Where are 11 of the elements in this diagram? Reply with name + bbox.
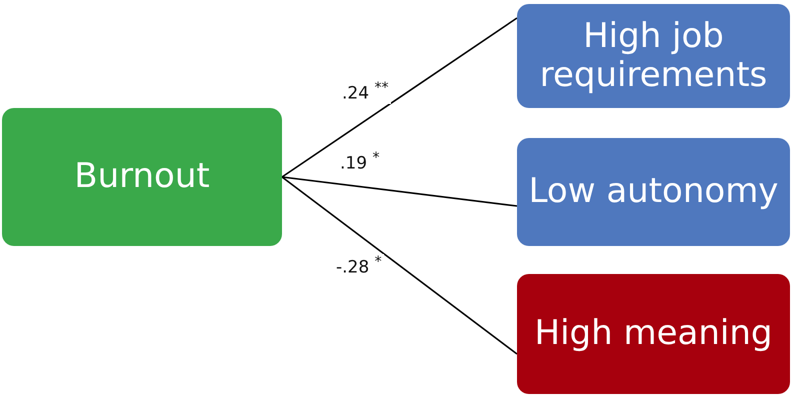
box-label: Low autonomy (528, 172, 778, 212)
box-label: Burnout (74, 157, 210, 197)
rounded-box (517, 138, 790, 246)
rounded-box (517, 274, 790, 394)
connector-line (282, 17, 518, 178)
box-label: High meaning (534, 314, 772, 354)
connector-line (282, 176, 518, 207)
rounded-box (517, 4, 790, 108)
box-label: High job requirements (538, 16, 768, 96)
rounded-box (2, 108, 282, 246)
connector-line (282, 176, 518, 355)
